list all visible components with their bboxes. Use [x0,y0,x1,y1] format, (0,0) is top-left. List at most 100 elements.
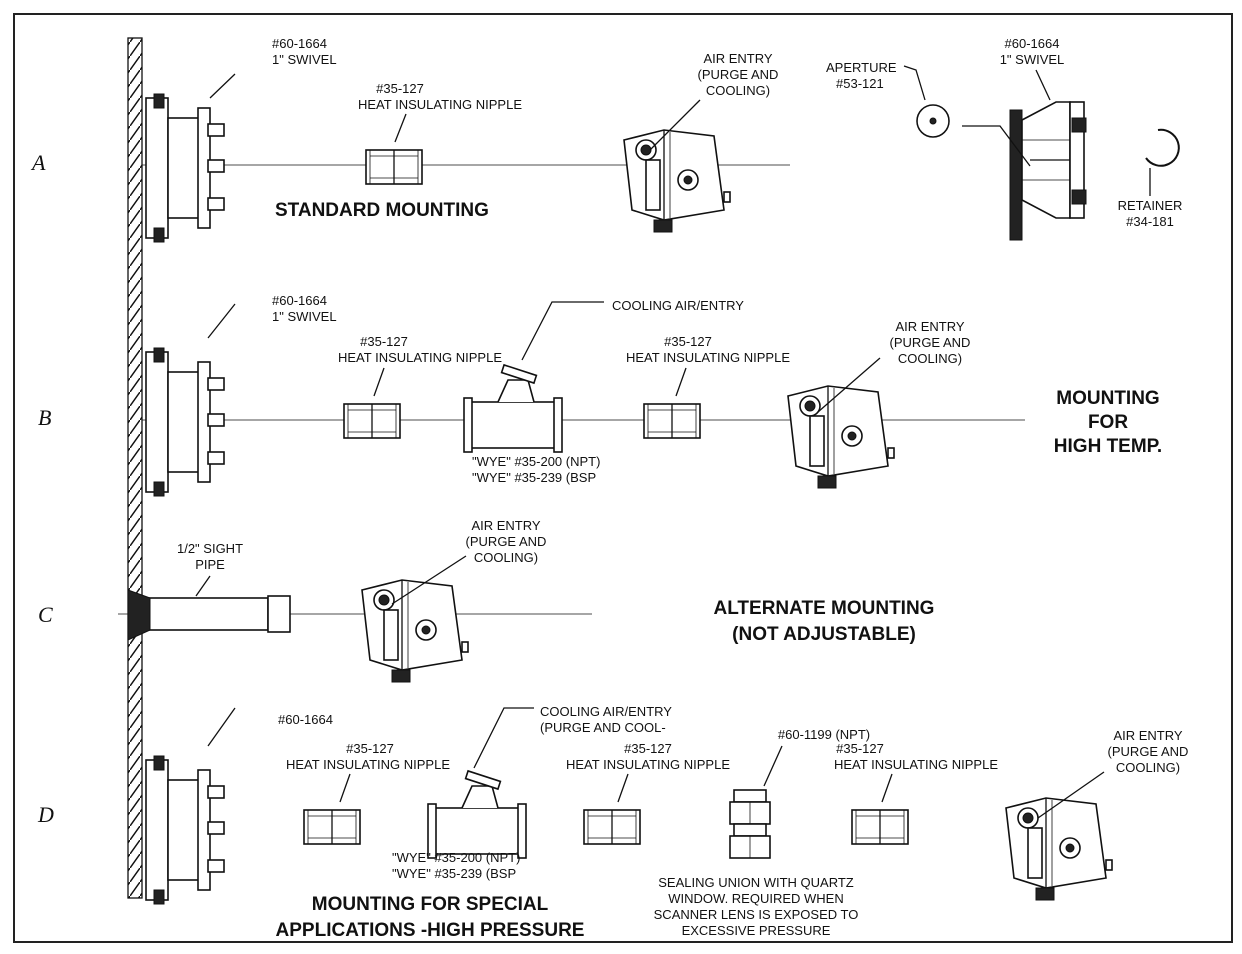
label-b-swivel-num: #60-1664 [272,293,327,308]
label-b-air-3: COOLING) [898,351,962,366]
label-d-nipple3-name: HEAT INSULATING NIPPLE [834,757,998,772]
label-b-wye-npt: "WYE" #35-200 (NPT) [472,454,600,469]
label-seal-1: SEALING UNION WITH QUARTZ [658,875,854,890]
swivel-b [145,347,225,497]
label-d-nipple1-num: #35-127 [346,741,394,756]
row-label-b: B [38,405,51,430]
title-special-1: MOUNTING FOR SPECIAL [312,894,549,915]
label-c-air-2: (PURGE AND [466,534,547,549]
leader-swivel-d [207,707,236,747]
label-c-sight-1: 1/2" SIGHT [177,541,243,556]
label-d-cooling-2: (PURGE AND COOL- [540,720,666,735]
sight-pipe [127,589,291,641]
label-b-cooling: COOLING AIR/ENTRY [612,298,744,313]
leader-b-air [817,357,881,413]
label-a-air-2: (PURGE AND [698,67,779,82]
label-retainer-name: RETAINER [1118,198,1183,213]
leader-air-a [649,99,701,151]
leader-d-cooling [473,707,534,769]
leader-swivel-b [207,303,236,339]
leader-b-nipple2 [675,367,687,397]
label-b-swivel-name: 1" SWIVEL [272,309,337,324]
label-b-nipple1-num: #35-127 [360,334,408,349]
label-c-air-3: COOLING) [474,550,538,565]
row-label-a: A [30,150,46,175]
swivel-a [145,93,225,243]
leader-swivel-a [209,73,236,99]
wye-b [463,364,563,453]
label-d-swivel-num: #60-1664 [278,712,333,727]
label-d-wye-bsp: "WYE" #35-239 (BSP [392,866,516,881]
sealing-union [729,789,771,859]
label-d-air-2: (PURGE AND [1108,744,1189,759]
label-seal-3: SCANNER LENS IS EXPOSED TO [654,907,859,922]
leader-b-cooling [521,301,604,361]
label-b-nipple2-name: HEAT INSULATING NIPPLE [626,350,790,365]
wye-d [427,770,527,859]
label-a-air-1: AIR ENTRY [703,51,772,66]
title-alternate-1: ALTERNATE MOUNTING [714,598,935,619]
title-standard-mounting: STANDARD MOUNTING [275,200,489,221]
title-special-2: APPLICATIONS -HIGH PRESSURE [276,920,585,941]
swivel-detail [1009,101,1087,241]
nipple-b2 [643,403,701,439]
label-detail-swivel-name: 1" SWIVEL [1000,52,1065,67]
leader-d-nipple2 [617,773,629,803]
label-a-air-3: COOLING) [706,83,770,98]
label-b-air-1: AIR ENTRY [895,319,964,334]
label-b-air-2: (PURGE AND [890,335,971,350]
label-d-air-1: AIR ENTRY [1113,728,1182,743]
aperture-hole [929,117,937,125]
label-d-nipple2-num: #35-127 [624,741,672,756]
leader-sight-pipe [195,575,211,597]
nipple-d2 [583,809,641,845]
scanner-d [1005,797,1113,901]
leader-d-nipple1 [339,773,351,803]
nipple-a [365,149,423,185]
row-label-c: C [38,602,53,627]
label-c-air-1: AIR ENTRY [471,518,540,533]
leader-d-union [763,745,783,787]
label-a-swivel-name: 1" SWIVEL [272,52,337,67]
leader-d-nipple3 [881,773,893,803]
scanner-c [361,579,469,683]
leader-nipple-a [394,113,407,143]
leader-aperture [903,65,926,101]
scanner-b [787,385,895,489]
nipple-d1 [303,809,361,845]
title-high-temp-2: FOR [1088,412,1128,433]
nipple-d3 [851,809,909,845]
swivel-d [145,755,225,905]
label-c-sight-2: PIPE [195,557,225,572]
label-b-nipple1-name: HEAT INSULATING NIPPLE [338,350,502,365]
leader-detail-swivel [1035,69,1051,101]
label-retainer-num: #34-181 [1126,214,1174,229]
label-b-wye-bsp: "WYE" #35-239 (BSP [472,470,596,485]
furnace-wall [127,37,143,899]
outer-frame [13,13,1233,943]
label-d-nipple1-name: HEAT INSULATING NIPPLE [286,757,450,772]
label-a-swivel-num: #60-1664 [272,36,327,51]
leader-c-air [391,555,467,605]
label-d-cooling-1: COOLING AIR/ENTRY [540,704,672,719]
label-seal-4: EXCESSIVE PRESSURE [682,923,831,938]
row-label-d: D [37,802,54,827]
scanner-a [623,129,731,233]
label-d-nipple2-name: HEAT INSULATING NIPPLE [566,757,730,772]
leader-b-nipple1 [373,367,385,397]
leader-d-air [1037,771,1105,819]
title-high-temp-1: MOUNTING [1056,388,1159,409]
retainer-ring [1145,128,1180,167]
label-a-nipple-name: HEAT INSULATING NIPPLE [358,97,522,112]
label-a-nipple-num: #35-127 [376,81,424,96]
nipple-b1 [343,403,401,439]
label-b-nipple2-num: #35-127 [664,334,712,349]
title-alternate-2: (NOT ADJUSTABLE) [732,624,916,645]
label-d-wye-npt: "WYE" #35-200 (NPT) [392,850,520,865]
label-aperture-name: APERTURE [826,60,897,75]
label-detail-swivel-num: #60-1664 [1005,36,1060,51]
label-d-air-3: COOLING) [1116,760,1180,775]
label-aperture-num: #53-121 [836,76,884,91]
